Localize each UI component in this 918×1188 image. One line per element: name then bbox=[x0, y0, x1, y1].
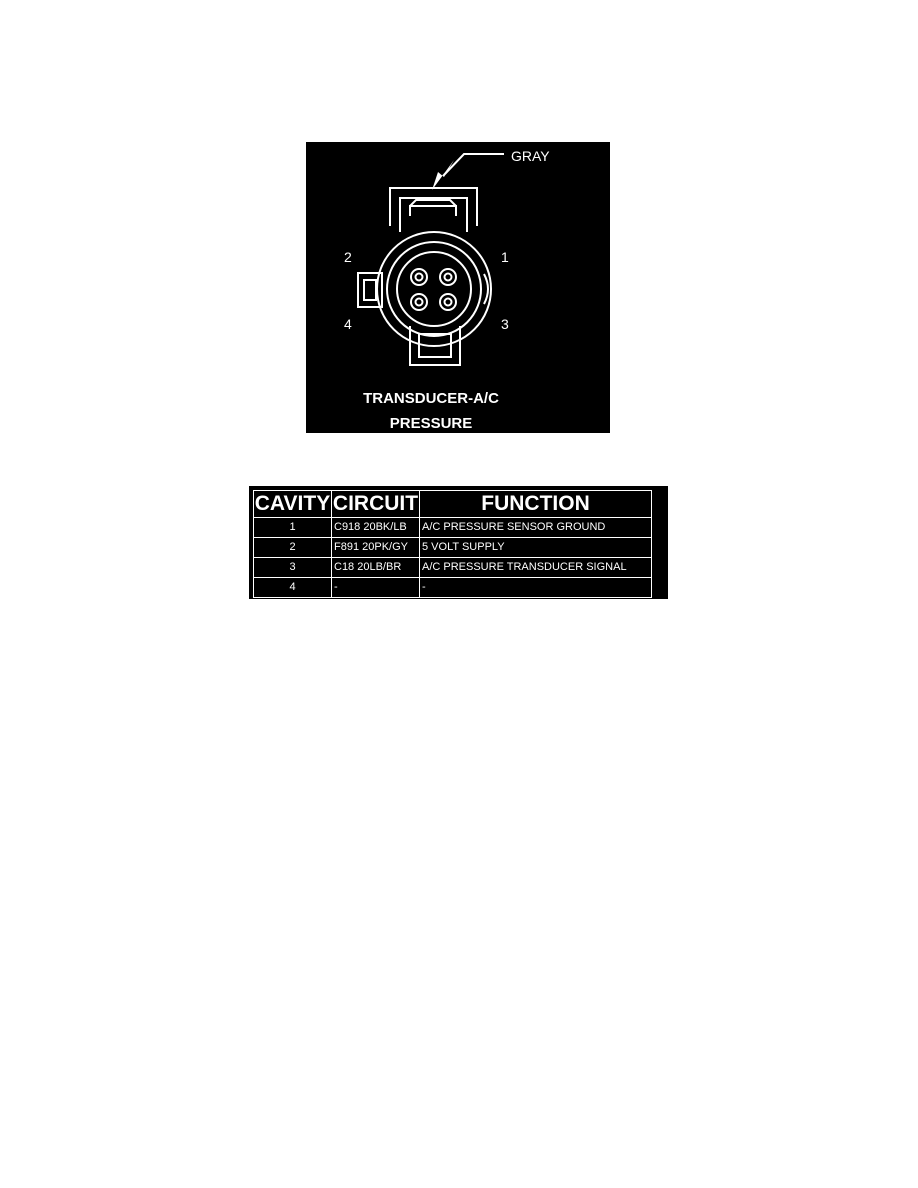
table-row: 3 C18 20LB/BR A/C PRESSURE TRANSDUCER SI… bbox=[253, 557, 652, 578]
left-clip bbox=[357, 272, 383, 308]
cavity-1 bbox=[439, 268, 457, 286]
connector-inner-ring bbox=[386, 241, 482, 337]
function-cell: A/C PRESSURE SENSOR GROUND bbox=[419, 517, 652, 538]
table-row: 2 F891 20PK/GY 5 VOLT SUPPLY bbox=[253, 537, 652, 558]
connector-drawing bbox=[357, 153, 504, 366]
circuit-cell: C918 20BK/LB bbox=[331, 517, 420, 538]
top-latch-window bbox=[409, 199, 457, 216]
connector-outer-ring bbox=[376, 231, 492, 347]
pin-label-2: 2 bbox=[344, 249, 352, 265]
function-cell: A/C PRESSURE TRANSDUCER SIGNAL bbox=[419, 557, 652, 578]
circuit-cell: F891 20PK/GY bbox=[331, 537, 420, 558]
function-cell: - bbox=[419, 577, 652, 598]
wire-color-label: GRAY bbox=[511, 148, 550, 164]
diagram-title-line1: TRANSDUCER-A/C bbox=[363, 390, 499, 407]
connector-diagram: GRAY 2 1 4 3 TRANSDUCER-A/C PRESSURE bbox=[306, 142, 610, 433]
leader-line bbox=[442, 153, 504, 177]
pin-label-3: 3 bbox=[501, 316, 509, 332]
circuit-cell: - bbox=[331, 577, 420, 598]
cavities bbox=[410, 268, 457, 311]
top-latch bbox=[389, 187, 478, 226]
diagram-title-line2: PRESSURE bbox=[389, 415, 473, 432]
cavity-table-panel: CAVITY CIRCUIT FUNCTION 1 C918 20BK/LB A… bbox=[249, 486, 668, 599]
cavity-table: CAVITY CIRCUIT FUNCTION 1 C918 20BK/LB A… bbox=[253, 490, 652, 598]
circuit-cell: C18 20LB/BR bbox=[331, 557, 420, 578]
cavity-cell: 3 bbox=[253, 557, 332, 578]
table-row: 4 - - bbox=[253, 577, 652, 598]
connector-face bbox=[396, 251, 472, 327]
table-row: 1 C918 20BK/LB A/C PRESSURE SENSOR GROUN… bbox=[253, 517, 652, 538]
bottom-tab-inner bbox=[418, 333, 452, 358]
header-circuit: CIRCUIT bbox=[331, 490, 420, 518]
cavity-2 bbox=[410, 268, 428, 286]
cavity-cell: 4 bbox=[253, 577, 332, 598]
cavity-3 bbox=[439, 293, 457, 311]
function-cell: 5 VOLT SUPPLY bbox=[419, 537, 652, 558]
cavity-4 bbox=[410, 293, 428, 311]
cavity-cell: 2 bbox=[253, 537, 332, 558]
pin-label-1: 1 bbox=[501, 249, 509, 265]
top-latch-inner bbox=[399, 197, 468, 232]
table-header-row: CAVITY CIRCUIT FUNCTION bbox=[253, 490, 652, 518]
right-ridge bbox=[483, 273, 489, 305]
leader-arrow bbox=[432, 160, 454, 190]
header-function: FUNCTION bbox=[419, 490, 652, 518]
cavity-cell: 1 bbox=[253, 517, 332, 538]
pin-label-4: 4 bbox=[344, 316, 352, 332]
header-cavity: CAVITY bbox=[253, 490, 332, 518]
bottom-tab bbox=[409, 326, 461, 366]
left-clip-inner bbox=[363, 279, 377, 301]
